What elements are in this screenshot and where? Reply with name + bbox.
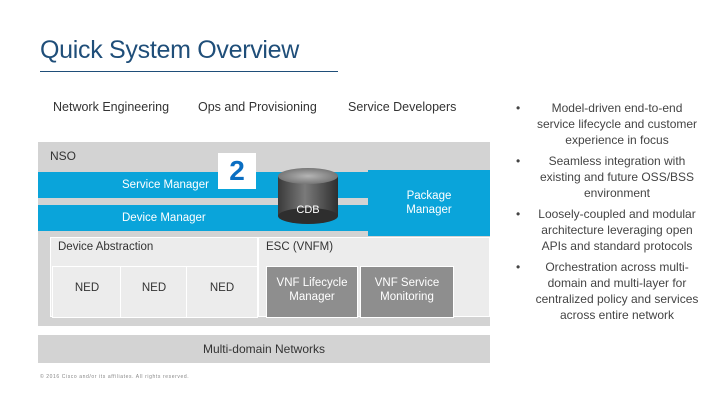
- ned-label-3: NED: [209, 282, 235, 294]
- cdb-database-icon: [278, 168, 338, 224]
- ned-box-3: [186, 266, 258, 318]
- bullet-item: • Seamless integration with existing and…: [510, 153, 700, 201]
- bullet-text: Model-driven end-to-end service lifecycl…: [536, 101, 698, 147]
- bullet-dot-icon: •: [516, 154, 521, 168]
- device-manager-label: Device Manager: [122, 212, 206, 224]
- service-manager-label: Service Manager: [122, 179, 209, 191]
- bullet-dot-icon: •: [516, 260, 521, 274]
- version-badge-number: 2: [229, 155, 245, 186]
- ned-label-1: NED: [74, 282, 100, 294]
- title-underline: [40, 71, 338, 72]
- esc-vnfm-label: ESC (VNFM): [266, 241, 334, 253]
- ned-box-1: [52, 266, 122, 318]
- package-manager-label: Package Manager: [368, 189, 490, 217]
- ned-box-2: [120, 266, 188, 318]
- multi-domain-networks-bar: [38, 335, 490, 363]
- package-manager-box: [368, 170, 490, 236]
- vnf-lifecycle-manager-box: [266, 266, 358, 318]
- vnf-service-monitoring-text: VNF Service Monitoring: [374, 277, 440, 303]
- bullet-dot-icon: •: [516, 207, 521, 221]
- label-service-developers: Service Developers: [348, 100, 457, 114]
- feature-bullet-list: • Model-driven end-to-end service lifecy…: [510, 100, 700, 328]
- vnf-lifecycle-manager-text: VNF Lifecycle Manager: [276, 277, 348, 303]
- copyright-footer: © 2016 Cisco and/or its affiliates. All …: [40, 374, 190, 380]
- version-badge: [218, 153, 256, 189]
- bullet-text: Orchestration across multi-domain and mu…: [535, 260, 699, 322]
- device-abstraction-label: Device Abstraction: [58, 241, 154, 253]
- label-network-engineering: Network Engineering: [53, 100, 170, 114]
- vnf-service-monitoring-box: [360, 266, 454, 318]
- package-manager-text: Package Manager: [406, 190, 452, 216]
- bullet-item: • Loosely-coupled and modular architectu…: [510, 206, 700, 254]
- bullet-text: Loosely-coupled and modular architecture…: [538, 207, 696, 253]
- bullet-item: • Orchestration across multi-domain and …: [510, 259, 700, 323]
- cdb-label: CDB: [296, 204, 320, 216]
- vnf-lifecycle-manager-label: VNF Lifecycle Manager: [266, 276, 358, 304]
- label-ops-provisioning: Ops and Provisioning: [198, 100, 317, 114]
- page-title: Quick System Overview: [40, 36, 300, 64]
- bullet-item: • Model-driven end-to-end service lifecy…: [510, 100, 700, 148]
- bullet-text: Seamless integration with existing and f…: [539, 154, 695, 200]
- nso-label: NSO: [50, 149, 77, 163]
- ned-label-2: NED: [141, 282, 167, 294]
- bullet-dot-icon: •: [516, 101, 521, 115]
- multi-domain-networks-label: Multi-domain Networks: [202, 342, 326, 356]
- vnf-service-monitoring-label: VNF Service Monitoring: [360, 276, 454, 304]
